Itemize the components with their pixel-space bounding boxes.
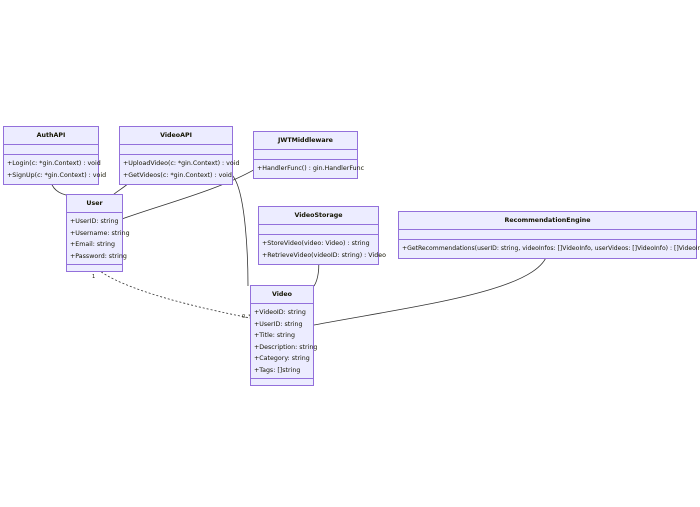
attribute: +VideoID: string	[254, 309, 306, 316]
class-authapi[interactable]: AuthAPI +Login(c: *gin.Context) : void +…	[3, 126, 107, 185]
method: +SignUp(c: *gin.Context) : void	[7, 171, 107, 179]
multiplicity-user: 1	[92, 274, 95, 280]
edge-jwt-user	[121, 167, 258, 220]
method: +HandlerFunc() : gin.HandlerFunc	[257, 165, 365, 172]
attribute: +Username: string	[70, 229, 130, 237]
multiplicity-video: 0..*	[242, 314, 251, 320]
attribute: +UserID: string	[254, 320, 303, 328]
class-methods	[251, 379, 313, 385]
class-attributes	[399, 230, 696, 240]
method: +GetRecommendations(userID: string, vide…	[402, 245, 700, 252]
class-video[interactable]: Video +VideoID: string +UserID: string +…	[250, 285, 318, 386]
method: +RetrieveVideo(videoID: string) : Video	[262, 251, 386, 259]
class-name: VideoStorage	[259, 207, 378, 225]
method: +GetVideos(c: *gin.Context) : void	[123, 171, 232, 179]
class-methods: +HandlerFunc() : gin.HandlerFunc	[254, 160, 365, 178]
edge-videoapi-video	[231, 174, 249, 287]
method: +UploadVideo(c: *gin.Context) : void	[123, 160, 240, 167]
class-name: RecommendationEngine	[399, 212, 696, 230]
class-name: JWTMiddleware	[254, 132, 357, 150]
class-name: VideoAPI	[120, 127, 232, 145]
class-methods: +UploadVideo(c: *gin.Context) : void +Ge…	[120, 155, 240, 184]
method: +StoreVideo(video: Video) : string	[262, 240, 370, 247]
edge-recommendation-video	[313, 248, 549, 326]
class-attributes	[254, 150, 357, 160]
class-attributes	[4, 145, 98, 155]
attribute: +UserID: string	[70, 218, 119, 225]
class-name: User	[67, 195, 122, 213]
class-methods	[67, 265, 122, 271]
class-recommendationengine[interactable]: RecommendationEngine +GetRecommendations…	[398, 211, 700, 259]
class-attributes	[259, 225, 378, 235]
attribute: +Tags: []string	[254, 366, 301, 374]
class-videostorage[interactable]: VideoStorage +StoreVideo(video: Video) :…	[258, 206, 386, 265]
attribute: +Email: string	[70, 241, 115, 248]
class-videoapi[interactable]: VideoAPI +UploadVideo(c: *gin.Context) :…	[119, 126, 240, 185]
attribute: +Password: string	[70, 252, 127, 260]
class-attributes: +VideoID: string +UserID: string +Title:…	[251, 304, 318, 379]
edge-user-video	[94, 266, 251, 319]
method: +Login(c: *gin.Context) : void	[7, 160, 101, 167]
class-attributes	[120, 145, 232, 155]
attribute: +Category: string	[254, 355, 310, 362]
class-attributes: +UserID: string +Username: string +Email…	[67, 213, 130, 265]
class-methods: +Login(c: *gin.Context) : void +SignUp(c…	[4, 155, 107, 184]
class-user[interactable]: User +UserID: string +Username: string +…	[66, 194, 130, 272]
class-jwtmiddleware[interactable]: JWTMiddleware +HandlerFunc() : gin.Handl…	[253, 131, 365, 179]
class-methods: +GetRecommendations(userID: string, vide…	[399, 240, 700, 258]
class-name: AuthAPI	[4, 127, 98, 145]
class-methods: +StoreVideo(video: Video) : string +Retr…	[259, 235, 386, 264]
attribute: +Title: string	[254, 332, 295, 339]
class-name: Video	[251, 286, 313, 304]
attribute: +Description: string	[254, 343, 318, 351]
